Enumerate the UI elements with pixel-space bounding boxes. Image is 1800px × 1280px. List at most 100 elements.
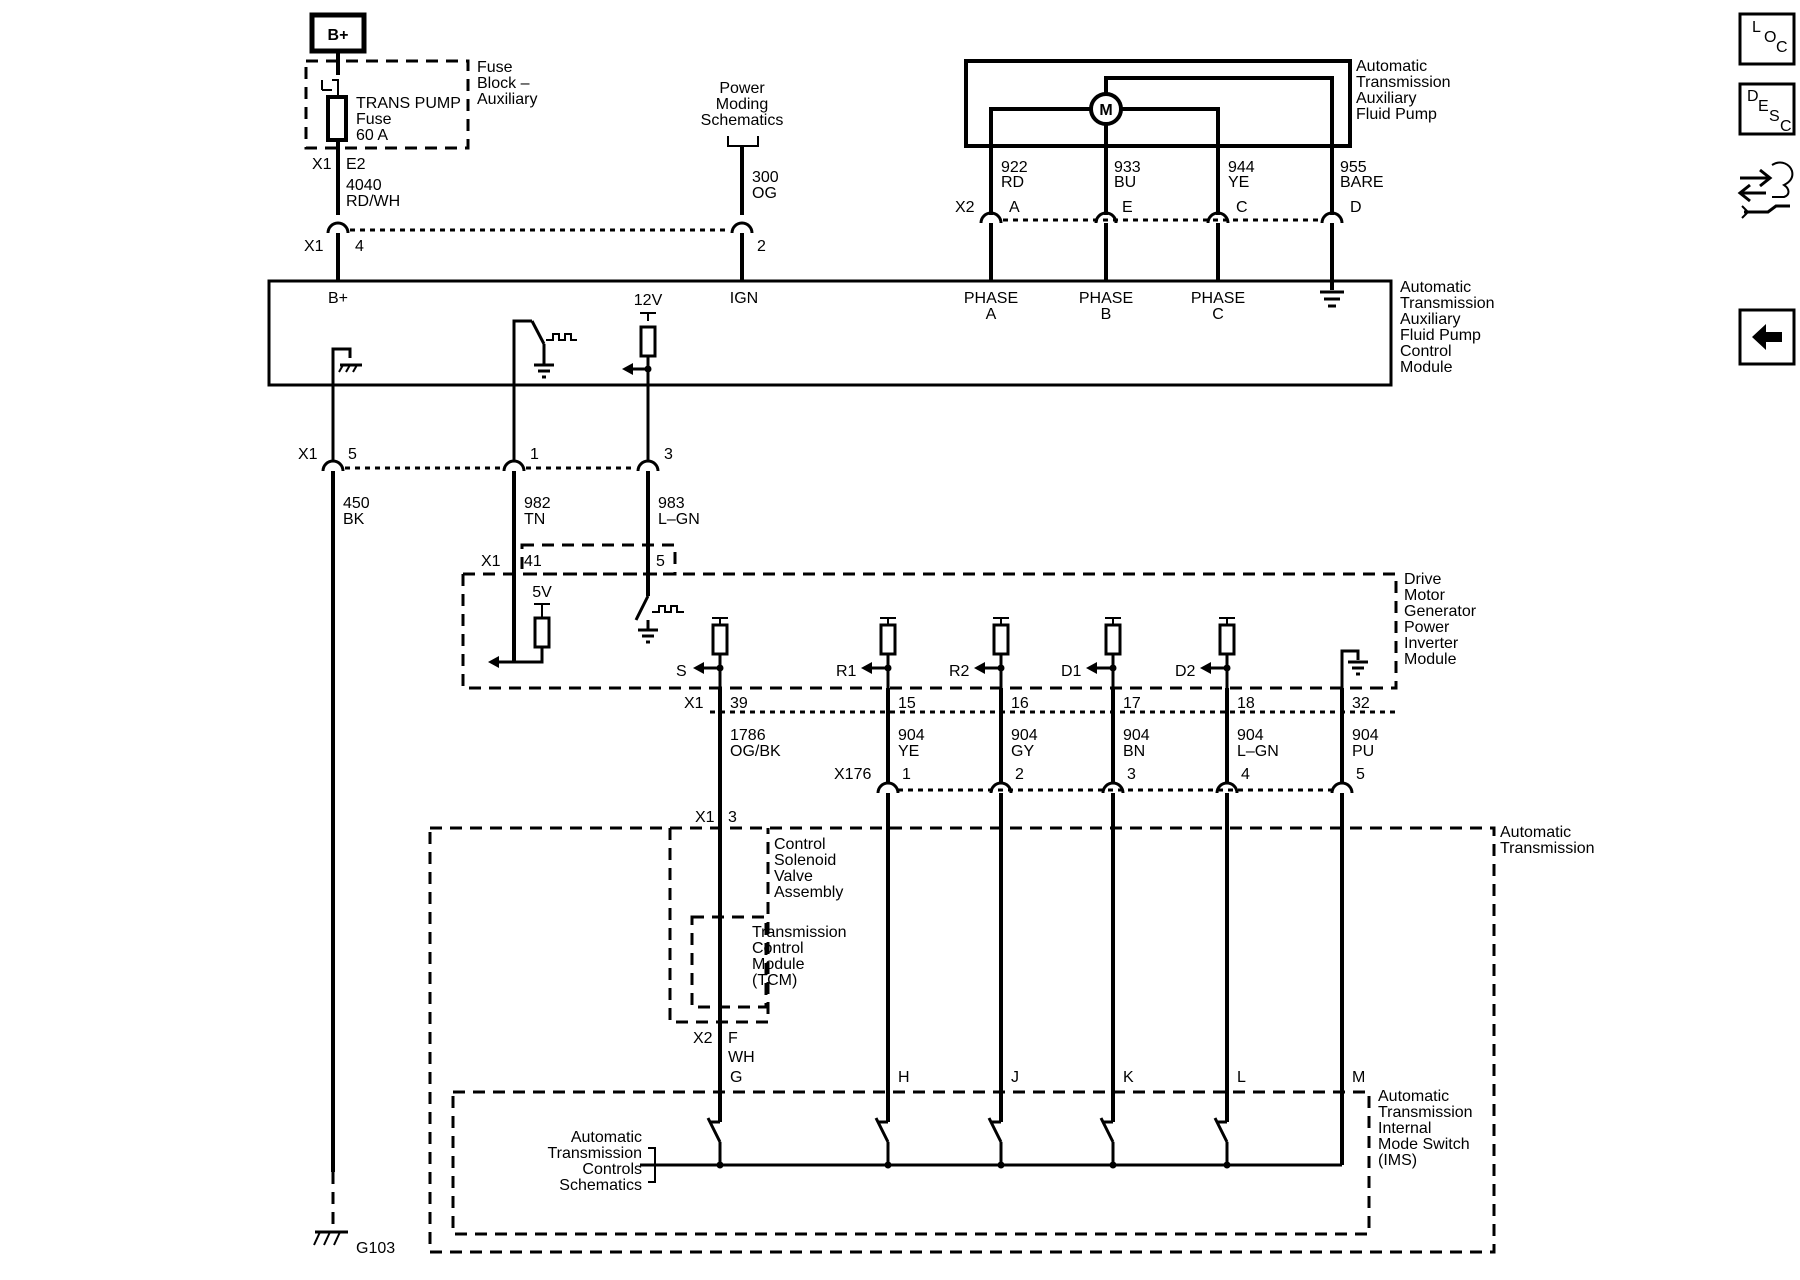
- signal-label-d2: D2: [1175, 663, 1196, 680]
- phase-b-letter: B: [1101, 306, 1112, 323]
- signal-switch-icon: [512, 319, 577, 462]
- inverter-wire-color-6: PU: [1352, 743, 1374, 760]
- wire-933-color: BU: [1114, 174, 1136, 191]
- power-moding-line-2: Moding: [716, 96, 768, 113]
- x176-pin-4: 4: [1241, 766, 1250, 783]
- x176-pin-2: 2: [1015, 766, 1024, 783]
- solenoid-title-1: Control: [774, 836, 826, 853]
- inverter-wire-circuit-2: 904: [898, 727, 925, 744]
- x176-pin-3: 3: [1127, 766, 1136, 783]
- inverter-x1-name: X1: [684, 695, 704, 712]
- solenoid-title-2: Solenoid: [774, 852, 836, 869]
- ims-title-4: Mode Switch: [1378, 1136, 1470, 1153]
- module-b-plus-label: B+: [328, 290, 348, 307]
- phase-b-word: PHASE: [1079, 290, 1133, 307]
- drive-motor-inverter-module: X1 41 5 Drive Motor Generator Power Inve…: [461, 543, 1477, 690]
- inverter-title-2: Motor: [1404, 587, 1446, 604]
- ground-wire-450: G103: [313, 471, 395, 1257]
- tcm-title-3: Module: [752, 956, 805, 973]
- wire-983-color: L–GN: [658, 511, 700, 528]
- wire-300-color: OG: [752, 185, 777, 202]
- wire-955-color: BARE: [1340, 174, 1384, 191]
- x2-name: X2: [955, 199, 975, 216]
- pull-up-5v: 5V: [488, 584, 552, 668]
- inverter-wire-circuit-5: 904: [1237, 727, 1264, 744]
- inverter-wires: 1786OG/BK1904YE2904GY3904BN4904L–GN5904P…: [718, 688, 1379, 1165]
- x1-lower-pin-1: 1: [530, 446, 539, 463]
- fuse-symbol: [326, 95, 348, 142]
- inverter-pin-18: 18: [1237, 695, 1255, 712]
- resistor-r1: [879, 623, 897, 656]
- x1-lower-pin-5: 5: [348, 446, 357, 463]
- x1-top-name: X1: [304, 238, 324, 255]
- inverter-title-4: Power: [1404, 619, 1450, 636]
- fuse-block-title-2: Block –: [477, 75, 530, 92]
- automatic-transmission: Automatic Transmission X1 3 Control Sole…: [428, 809, 1595, 1254]
- loc-letter-o: O: [1764, 29, 1776, 46]
- ims-pin-k: K: [1123, 1069, 1134, 1086]
- inverter-wire-color-2: YE: [898, 743, 919, 760]
- transmission-title-2: Transmission: [1500, 840, 1595, 857]
- fuse-connector-name: X1: [312, 156, 332, 173]
- ims-pin-m: M: [1352, 1069, 1365, 1086]
- wire-922-color: RD: [1001, 174, 1024, 191]
- pump-module-title-4: Fluid Pump: [1400, 327, 1481, 344]
- inverter-pin-16: 16: [1011, 695, 1029, 712]
- x1-top-pin-2: 2: [757, 238, 766, 255]
- pump-module-title-1: Automatic: [1400, 279, 1471, 296]
- pump-control-module: B+ IGN PHASE A PHASE B PHASE C Automatic…: [267, 279, 1495, 462]
- signal-label-r2: R2: [949, 663, 970, 680]
- ims-switch-g: [706, 1117, 724, 1169]
- desc-letter-s: S: [1769, 108, 1780, 125]
- controls-schematics-4: Schematics: [559, 1177, 642, 1194]
- power-moding-reference: Power Moding Schematics 300 OG: [701, 80, 783, 215]
- pump-module-title-6: Module: [1400, 359, 1453, 376]
- transmission-x1-pin-3: 3: [728, 809, 737, 826]
- wire-982-color: TN: [524, 511, 545, 528]
- fluid-pump-title-1: Automatic: [1356, 58, 1427, 75]
- pump-wire-labels: 922 RD 933 BU 944 YE 955 BARE: [1001, 159, 1384, 191]
- loc-letter-l: L: [1752, 19, 1761, 36]
- wire-450-color: BK: [343, 511, 365, 528]
- desc-button[interactable]: D E S C: [1738, 82, 1796, 136]
- arrow-d2-icon: [1200, 662, 1211, 674]
- inverter-pu-ground-icon: [1340, 649, 1368, 688]
- ims-title-2: Transmission: [1378, 1104, 1473, 1121]
- ims-title-1: Automatic: [1378, 1088, 1449, 1105]
- controls-schematics-3: Controls: [582, 1161, 642, 1178]
- resistor-12v: [639, 325, 657, 358]
- fuse-block-auxiliary: TRANS PUMP Fuse 60 A Fuse Block – Auxili…: [304, 59, 537, 215]
- power-moding-line-1: Power: [719, 80, 765, 97]
- chassis-ground-icon: [331, 347, 362, 462]
- x176-name: X176: [834, 766, 871, 783]
- inverter-wire-color-1: OG/BK: [730, 743, 781, 760]
- back-button[interactable]: [1738, 308, 1796, 366]
- loc-letter-c: C: [1776, 39, 1788, 56]
- desc-letter-d: D: [1747, 88, 1759, 105]
- ims-switch-j: [987, 1117, 1005, 1169]
- inverter-connector-name: X1: [481, 553, 501, 570]
- inverter-wire-circuit-6: 904: [1352, 727, 1379, 744]
- pullup-s: S: [676, 617, 729, 688]
- arrow-5v-icon: [488, 656, 499, 668]
- inverter-wire-color-4: BN: [1123, 743, 1145, 760]
- pump-module-title-3: Auxiliary: [1400, 311, 1460, 328]
- v5-label: 5V: [532, 584, 552, 601]
- fluid-pump-title-2: Transmission: [1356, 74, 1451, 91]
- arrow-r2-icon: [974, 662, 985, 674]
- connector-hand-icon[interactable]: [1737, 161, 1794, 219]
- signal-label-r1: R1: [836, 663, 857, 680]
- fuse-connector-pin: E2: [346, 156, 366, 173]
- pullup-d1: D1: [1061, 617, 1122, 688]
- fluid-pump-title-4: Fluid Pump: [1356, 106, 1437, 123]
- pullup-d2: D2: [1175, 617, 1236, 688]
- x1-top-connector: X1 4 2: [304, 221, 766, 281]
- solenoid-title-3: Valve: [774, 868, 813, 885]
- ims-switch-k: [1099, 1117, 1117, 1169]
- loc-button[interactable]: L O C: [1738, 12, 1796, 66]
